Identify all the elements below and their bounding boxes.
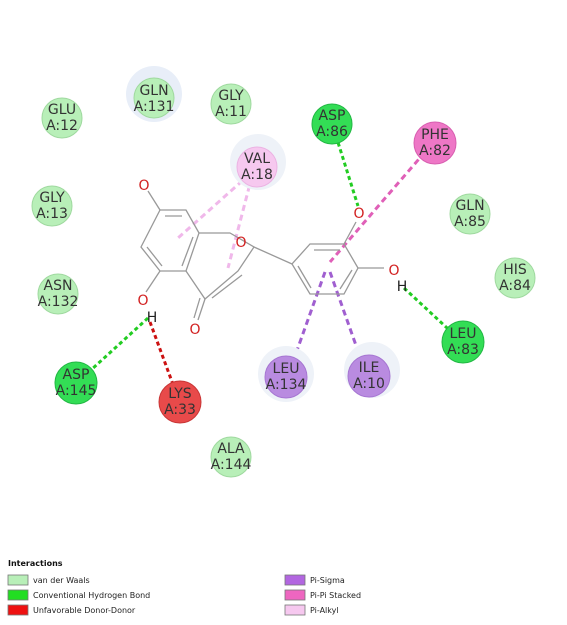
pialkyl-line-val18-2 bbox=[226, 175, 254, 269]
atom-o-ring: O bbox=[235, 235, 246, 251]
residue-id: A:132 bbox=[38, 294, 79, 310]
residue-id: A:131 bbox=[134, 99, 175, 115]
ligand-molecule bbox=[140, 190, 384, 321]
residue-name: ASP bbox=[319, 108, 346, 124]
atom-h-left: H bbox=[147, 310, 158, 326]
atom-h-right: H bbox=[397, 279, 408, 295]
residue-id: A:11 bbox=[215, 104, 247, 120]
residue-name: GLN bbox=[139, 83, 168, 99]
hbond-line-asp86 bbox=[334, 135, 360, 207]
residue-ala144[interactable]: ALA A:144 bbox=[210, 436, 252, 478]
residue-asp145[interactable]: ASP A:145 bbox=[54, 361, 98, 405]
residue-name: HIS bbox=[503, 262, 527, 278]
legend-item-pialkyl: Pi-Alkyl bbox=[284, 604, 339, 616]
residue-gly13[interactable]: GLY A:13 bbox=[31, 185, 73, 227]
residue-phe82[interactable]: PHE A:82 bbox=[413, 121, 457, 165]
residue-val18[interactable]: VAL A:18 bbox=[230, 134, 286, 190]
residue-name: GLN bbox=[455, 198, 484, 214]
residue-gln131[interactable]: GLN A:131 bbox=[126, 66, 182, 122]
residue-id: A:134 bbox=[266, 377, 307, 393]
residue-id: A:86 bbox=[316, 124, 348, 140]
legend-item-unfavorable: Unfavorable Donor-Donor bbox=[7, 604, 136, 616]
residue-name: VAL bbox=[244, 151, 270, 167]
residue-leu83[interactable]: LEU A:83 bbox=[441, 320, 485, 364]
residue-lys33[interactable]: LYS A:33 bbox=[158, 380, 202, 424]
residue-id: A:18 bbox=[241, 167, 273, 183]
legend-label: Pi-Pi Stacked bbox=[310, 591, 361, 600]
residue-gln85[interactable]: GLN A:85 bbox=[449, 193, 491, 235]
residue-name: ILE bbox=[359, 360, 380, 376]
legend-label: Pi-Sigma bbox=[310, 576, 345, 585]
residue-id: A:85 bbox=[454, 214, 486, 230]
hbond-line-asp145 bbox=[78, 316, 150, 382]
residue-leu134[interactable]: LEU A:134 bbox=[258, 346, 314, 402]
residue-id: A:84 bbox=[499, 278, 531, 294]
atom-o-top: O bbox=[138, 178, 149, 194]
atom-labels: O O O H O O O H bbox=[137, 178, 407, 338]
residue-ile10[interactable]: ILE A:10 bbox=[344, 342, 400, 398]
legend-item-vdw: van der Waals bbox=[7, 574, 90, 586]
ring-c bbox=[185, 232, 255, 300]
legend-label: Conventional Hydrogen Bond bbox=[33, 591, 150, 600]
pisigma-line-leu134 bbox=[288, 271, 327, 371]
residue-id: A:82 bbox=[419, 143, 451, 159]
residue-id: A:13 bbox=[36, 206, 68, 222]
pipi-line-phe82 bbox=[328, 151, 427, 263]
residue-id: A:144 bbox=[211, 457, 252, 473]
residue-id: A:10 bbox=[353, 376, 385, 392]
residue-name: LEU bbox=[273, 361, 300, 377]
legend-label: Pi-Alkyl bbox=[310, 606, 339, 615]
residue-name: PHE bbox=[421, 127, 449, 143]
residue-nodes: GLU A:12 GLN A:131 GLY A:11 ASP A:86 PHE… bbox=[31, 66, 536, 478]
residue-name: GLU bbox=[48, 102, 76, 118]
residue-name: LYS bbox=[168, 386, 191, 402]
atom-o-carbonyl: O bbox=[189, 322, 200, 338]
residue-his84[interactable]: HIS A:84 bbox=[494, 257, 536, 299]
atom-o-right-top: O bbox=[353, 206, 364, 222]
residue-name: ASN bbox=[44, 278, 73, 294]
residue-id: A:83 bbox=[447, 342, 479, 358]
legend-item-pipi: Pi-Pi Stacked bbox=[284, 589, 361, 601]
residue-name: LEU bbox=[450, 326, 477, 342]
legend-title: Interactions bbox=[8, 559, 63, 568]
residue-id: A:12 bbox=[46, 118, 78, 134]
residue-name: GLY bbox=[218, 88, 244, 104]
atom-o-left-hydroxyl: O bbox=[137, 293, 148, 309]
ring-b bbox=[291, 243, 359, 295]
ring-a bbox=[140, 209, 200, 272]
residue-id: A:33 bbox=[164, 402, 196, 418]
pialkyl-line-val18-1 bbox=[177, 172, 251, 240]
residue-glu12[interactable]: GLU A:12 bbox=[41, 97, 83, 139]
residue-asp86[interactable]: ASP A:86 bbox=[311, 103, 353, 145]
residue-name: GLY bbox=[39, 190, 65, 206]
residue-id: A:145 bbox=[56, 383, 97, 399]
residue-gly11[interactable]: GLY A:11 bbox=[210, 83, 252, 125]
residue-name: ALA bbox=[217, 441, 245, 457]
legend-label: van der Waals bbox=[33, 576, 90, 585]
residue-asn132[interactable]: ASN A:132 bbox=[37, 273, 79, 315]
legend-item-pisigma: Pi-Sigma bbox=[284, 574, 345, 586]
legend-item-hbond: Conventional Hydrogen Bond bbox=[7, 589, 150, 601]
legend: Interactions van der Waals Conventional … bbox=[7, 559, 361, 616]
atom-o-right-hydroxyl: O bbox=[388, 263, 399, 279]
residue-name: ASP bbox=[63, 367, 90, 383]
legend-label: Unfavorable Donor-Donor bbox=[33, 606, 136, 615]
